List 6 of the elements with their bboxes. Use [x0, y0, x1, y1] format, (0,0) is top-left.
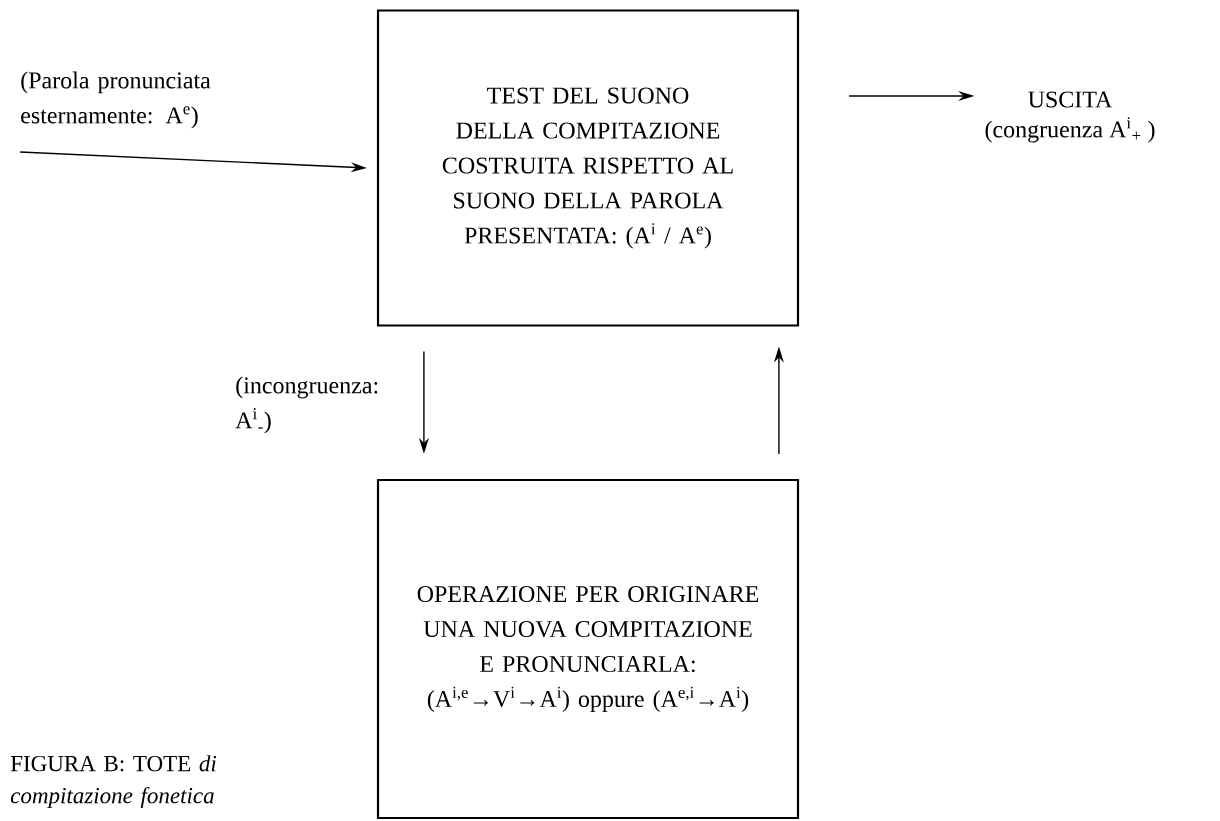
- process-box: TEST DEL SUONO DELLA COMPITAZIONE COSTRUITA RISPETTO AL SUONO DELLA PAROLA PRESENTATA: (A$^{i}$ / A$^{e}$): [376, 9, 800, 327]
- edge-label: (incongruenza: A$^{i}$$_{-}$): [235, 376, 378, 434]
- process-box: OPERAZIONE PER ORIGINARE UNA NUOVA COMPITAZIONE E PRONUNCIARLA: (A$^{i,e}$→V$^{i}$→A$^{i}$) oppure (A$^{e,i}$→A$^{i}$): [376, 478, 800, 820]
- output-label: USCITA (congruenza A$^{i}$$_{+}$ ): [985, 91, 1155, 143]
- caption: FIGURA B: TOTE di compitazione fonetica: [10, 755, 217, 809]
- edge-label: (Parola pronunciata esternamente: A$^{e}$): [21, 71, 211, 129]
